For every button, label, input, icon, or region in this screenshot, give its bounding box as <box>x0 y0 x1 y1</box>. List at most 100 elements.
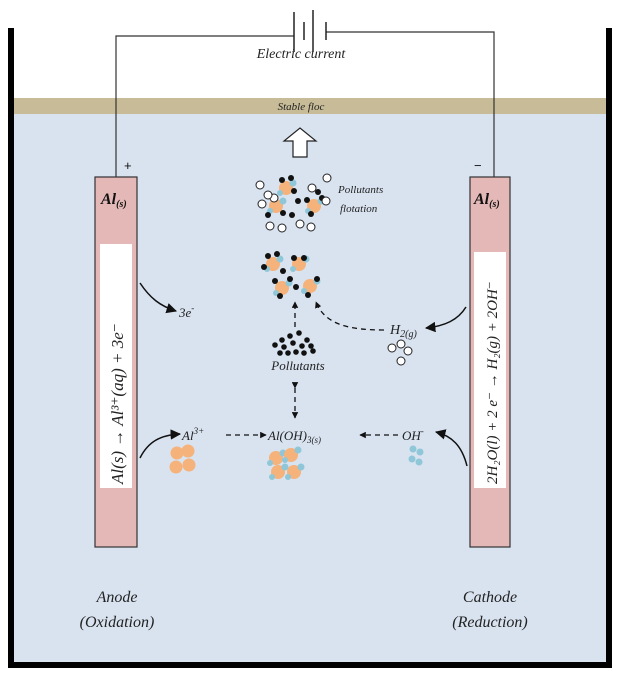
al3-ion <box>182 458 196 472</box>
arrow-al3-out <box>139 429 182 459</box>
circuit-wire <box>115 31 495 178</box>
al3-ion <box>169 460 183 474</box>
pollutant-particle <box>277 350 283 356</box>
gas-bubble <box>295 219 305 229</box>
pollutant-particle <box>308 211 314 217</box>
oh-ion-label: OH- <box>402 426 424 443</box>
cathode-reaction-box <box>474 252 506 488</box>
electrons-label: 3e- <box>178 303 194 320</box>
hydroxide-ion <box>267 460 273 466</box>
hydroxide-ion <box>285 474 291 480</box>
hydroxide-ions <box>408 445 424 466</box>
anode-reaction-box <box>100 244 132 488</box>
pollutant-particle <box>301 255 307 261</box>
cathode-reaction: 2H₂O(l) + 2 e⁻ → H₂(g) + 2OH⁻ <box>485 281 501 484</box>
gas-bubble <box>257 199 267 209</box>
pollutant-particle <box>296 330 302 336</box>
tank-wall-left <box>8 28 14 668</box>
arrow-oh-out <box>434 429 468 467</box>
pollutant-particle <box>281 344 287 350</box>
pollutant-particle <box>293 349 299 355</box>
aloh3-label: Al(OH)3(s) <box>267 428 321 445</box>
pollutant-particle <box>265 253 271 259</box>
pollutant-particle <box>293 284 299 290</box>
pollutants-flotation-label-2: flotation <box>340 203 378 215</box>
battery-icon <box>293 10 327 52</box>
pollutant-particle <box>305 292 311 298</box>
gas-bubble <box>255 180 265 190</box>
gas-bubble <box>403 346 413 356</box>
cathode-material: Al(s) <box>473 191 500 210</box>
pollutant-particle <box>265 212 271 218</box>
hydroxide-ion <box>416 448 424 456</box>
pollutant-particle <box>295 198 301 204</box>
pollutant-particle <box>274 251 280 257</box>
stable-floc-label: Stable floc <box>278 101 325 113</box>
gas-bubble <box>263 190 273 200</box>
hydroxide-ion <box>276 255 284 263</box>
anode-label: Anode <box>96 589 138 606</box>
hydroxide-ion <box>415 458 423 466</box>
gas-bubble <box>277 223 287 233</box>
pollutant-particle <box>285 350 291 356</box>
pollutant-particle <box>277 293 283 299</box>
gas-bubble <box>387 343 397 353</box>
pollutant-particle <box>287 333 293 339</box>
pollutant-particle <box>291 255 297 261</box>
pollutant-particle <box>301 350 307 356</box>
anode-material: Al(s) <box>100 191 127 210</box>
pollutant-particle <box>299 343 305 349</box>
arrow-h2-to-floc <box>315 301 385 331</box>
pollutant-particle <box>290 340 296 346</box>
pollutant-particle <box>289 212 295 218</box>
hydroxide-ion <box>301 288 307 294</box>
hydroxide-ion <box>294 446 302 454</box>
gas-bubble <box>307 183 317 193</box>
pollutant-particle <box>272 278 278 284</box>
pollutants-flotation-cluster <box>255 173 332 233</box>
pollutant-particle <box>280 210 286 216</box>
anode-process-label: (Oxidation) <box>80 614 155 631</box>
gas-bubble <box>265 221 275 231</box>
arrow-h2-out <box>424 306 467 333</box>
al3-ions <box>169 444 196 474</box>
h2-bubbles <box>387 339 413 366</box>
arrow-electrons-out <box>139 282 178 314</box>
pollutant-particle <box>291 188 297 194</box>
pollutant-particle <box>279 177 285 183</box>
pollutant-particle <box>304 337 310 343</box>
gas-bubble <box>396 356 406 366</box>
hydroxide-ion <box>289 179 297 187</box>
electric-current-label: Electric current <box>256 47 347 62</box>
pollutant-particle <box>279 337 285 343</box>
al3-ion <box>181 444 195 458</box>
anode-reaction: Al(s) → Al³⁺(aq) + 3e⁻ <box>108 323 127 485</box>
al3-ion-label: Al3+ <box>181 426 204 443</box>
gas-bubble <box>321 196 331 206</box>
pollutants-flotation-label: Pollutants <box>337 184 383 196</box>
pollutant-particle <box>315 189 321 195</box>
pollutant-particle <box>308 343 314 349</box>
hydroxide-ion <box>277 190 283 196</box>
gas-bubble <box>322 173 332 183</box>
tank-bottom <box>8 662 612 668</box>
gas-bubble <box>306 222 316 232</box>
hydroxide-ion <box>279 197 287 205</box>
pollutant-particle <box>280 268 286 274</box>
pollutant-particle <box>314 276 320 282</box>
pollutant-particle <box>304 197 310 203</box>
hydroxide-ion <box>269 474 275 480</box>
upward-arrow-icon <box>282 127 318 158</box>
hydroxide-ion <box>281 463 289 471</box>
cathode-terminal: − <box>474 158 482 173</box>
hydroxide-ion <box>297 463 305 471</box>
aloh3-particles <box>267 446 305 480</box>
cathode-process-label: (Reduction) <box>452 614 528 631</box>
floc-cluster <box>261 251 321 299</box>
gas-bubble <box>396 339 406 349</box>
pollutants-cluster <box>272 330 316 356</box>
al3-ion <box>170 446 184 460</box>
hydroxide-ion <box>290 266 296 272</box>
pollutant-particle <box>272 342 278 348</box>
hydroxide-ion <box>408 455 416 463</box>
